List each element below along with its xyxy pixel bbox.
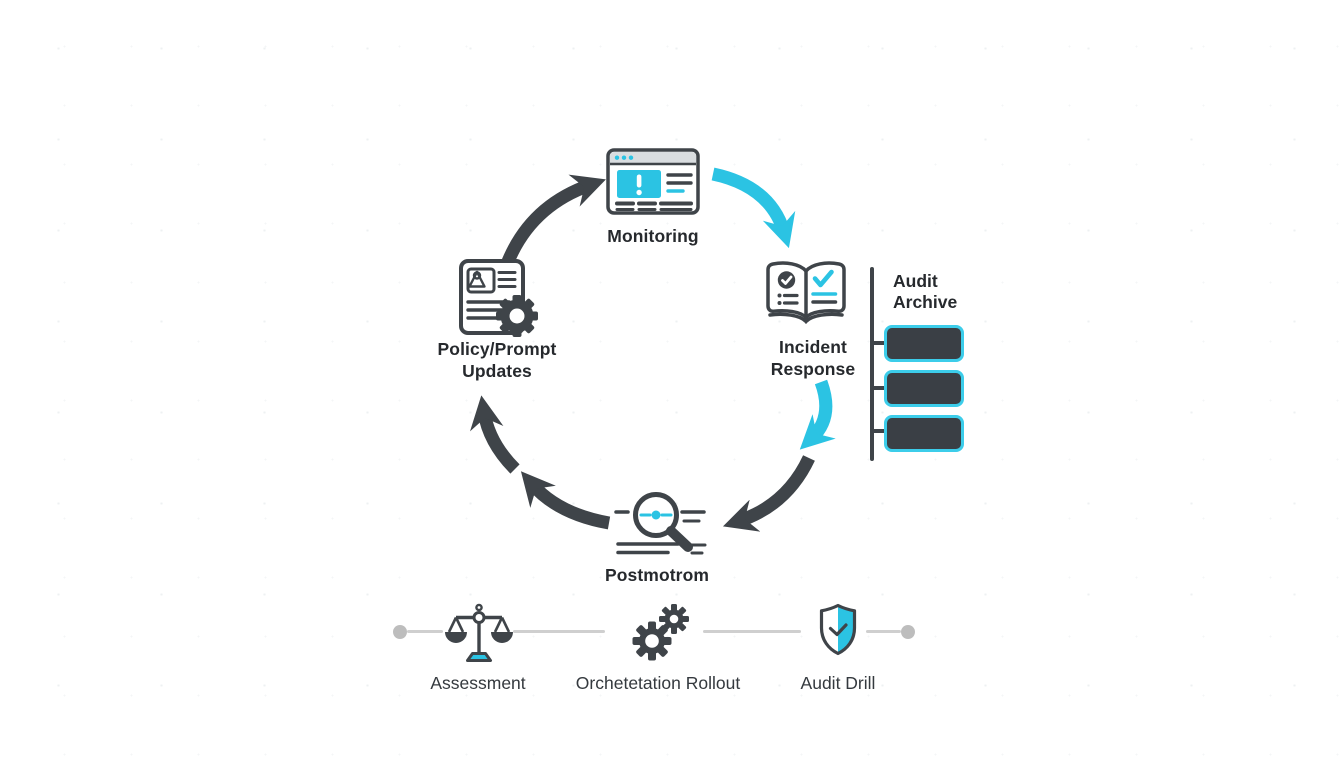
audit-archive-label: Audit Archive: [893, 271, 958, 313]
timeline-segment: [407, 630, 443, 633]
document-gear-icon: [459, 259, 538, 337]
audit-archive-line: [870, 267, 874, 461]
audit-archive-tick: [873, 341, 887, 345]
scales-icon: [445, 603, 513, 662]
gear: [496, 295, 538, 337]
archive-box-list: [884, 325, 964, 452]
audit-archive-tick: [873, 429, 887, 433]
magnifier-report-icon: [614, 492, 707, 555]
archive-box: [884, 325, 964, 362]
archive-box: [884, 370, 964, 407]
timeline-segment: [703, 630, 801, 633]
gears-icon: [632, 604, 689, 661]
node-label-postmortem: Postmotrom: [604, 565, 710, 585]
timeline-label-audit-drill: Audit Drill: [800, 673, 876, 693]
browser-alert-icon: [606, 148, 700, 215]
timeline-segment: [866, 630, 901, 633]
timeline-label-assessment: Assessment: [430, 673, 526, 693]
node-label-monitoring: Monitoring: [607, 226, 699, 246]
node-label-incident-response: Incident Response: [770, 337, 856, 379]
arrow-policy-to-monitoring: [500, 174, 606, 267]
arrow-postmortem-up-left: [520, 471, 611, 530]
arrow-incident-down: [799, 379, 836, 450]
timeline-segment: [513, 630, 605, 633]
timeline-end-dot: [901, 625, 915, 639]
runbook-check-icon: [766, 261, 846, 325]
arrow-monitoring-to-incident: [711, 167, 796, 249]
arrow-to-policy: [470, 395, 520, 474]
audit-archive-tick: [873, 386, 887, 390]
node-label-policy-updates: Policy/Prompt Updates: [437, 339, 557, 381]
archive-box: [884, 415, 964, 452]
timeline-start-dot: [393, 625, 407, 639]
timeline-label-orchestration-rollout: Orchetetation Rollout: [575, 673, 741, 693]
arrow-to-postmortem: [722, 455, 815, 532]
shield-check-icon: [819, 603, 857, 656]
